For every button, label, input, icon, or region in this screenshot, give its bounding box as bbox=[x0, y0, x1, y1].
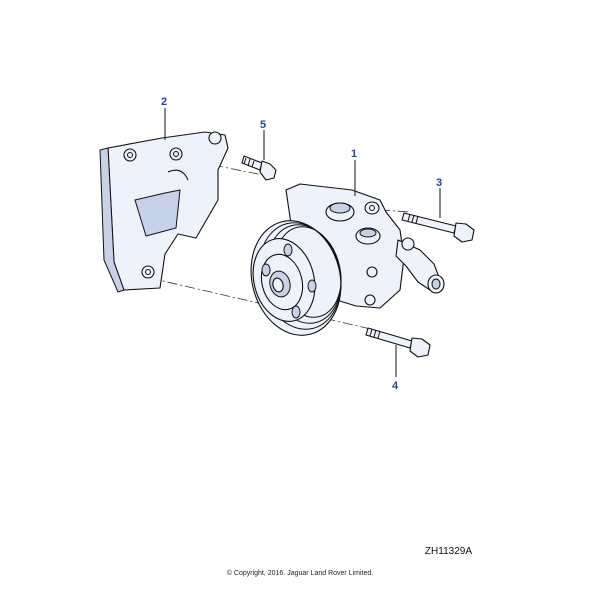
power-steering-pump bbox=[250, 183, 445, 336]
bolt-long-upper bbox=[401, 212, 475, 243]
mounting-bracket bbox=[99, 131, 229, 293]
callout-3: 3 bbox=[436, 177, 442, 189]
callout-4: 4 bbox=[392, 380, 399, 392]
bolt-short bbox=[241, 155, 277, 181]
callout-2: 2 bbox=[161, 96, 167, 108]
callout-1: 1 bbox=[351, 148, 357, 160]
diagram-reference-code: ZH11329A bbox=[424, 546, 472, 557]
bolt-long-lower bbox=[365, 327, 431, 358]
copyright-notice: © Copyright, 2016. Jaguar Land Rover Lim… bbox=[226, 570, 374, 577]
alignment-line-upper bbox=[177, 157, 269, 177]
callout-5: 5 bbox=[260, 119, 266, 131]
